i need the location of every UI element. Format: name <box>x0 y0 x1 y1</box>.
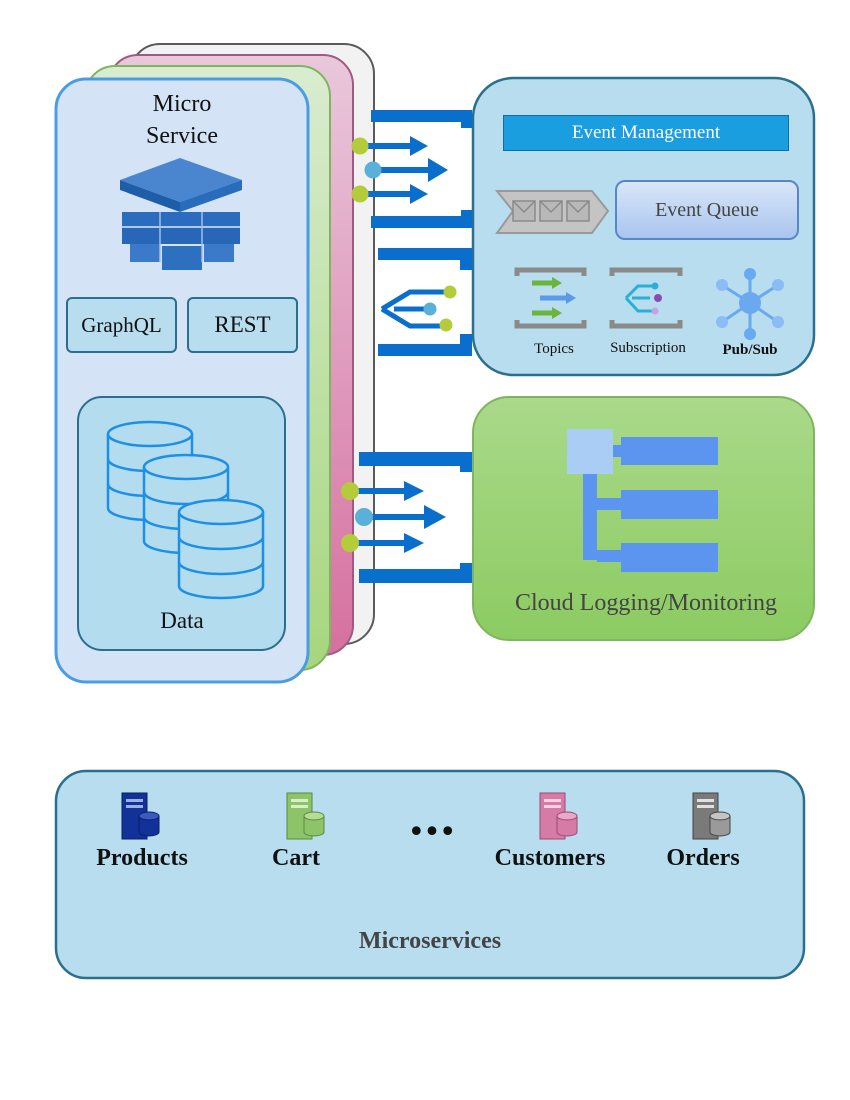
cloud-logging-label: Cloud Logging/Monitoring <box>514 590 777 616</box>
topics-icon <box>514 267 587 329</box>
products-server-icon <box>121 792 160 840</box>
service-orders: Orders <box>666 845 740 871</box>
log-tree-icon <box>567 429 718 572</box>
pub-sub-label: Pub/Sub <box>722 342 778 358</box>
microservices-panel <box>54 769 806 980</box>
event-queue-label: Event Queue <box>655 198 759 221</box>
message-queue-icon <box>494 190 610 234</box>
service-cart: Cart <box>272 845 320 871</box>
pub-sub-icon <box>716 268 784 340</box>
service-customers: Customers <box>494 845 606 871</box>
cart-server-icon <box>286 792 325 840</box>
cube-cluster-icon <box>120 158 242 270</box>
subscription-icon <box>609 267 683 329</box>
graphql-label: GraphQL <box>81 312 162 337</box>
subscription-label: Subscription <box>610 340 686 356</box>
customers-server-icon <box>539 792 578 840</box>
ellipsis-more: ••• <box>407 815 456 850</box>
logging-connector-icon <box>341 452 472 583</box>
event-queue-box: Event Queue <box>615 180 799 240</box>
microservices-label: Microservices <box>358 928 502 954</box>
topics-label: Topics <box>534 341 574 357</box>
event-hub-connector-icon <box>351 110 472 228</box>
subscription-fan-connector-icon <box>364 248 472 356</box>
database-stack-icon <box>106 420 265 600</box>
service-products: Products <box>96 845 188 871</box>
graphql-box: GraphQL <box>66 297 177 353</box>
event-management-title: Event Management <box>571 122 721 143</box>
event-management-header: Event Management <box>503 115 789 151</box>
rest-label: REST <box>214 312 271 337</box>
rest-box: REST <box>187 297 298 353</box>
data-label: Data <box>160 608 204 633</box>
orders-server-icon <box>692 792 731 840</box>
